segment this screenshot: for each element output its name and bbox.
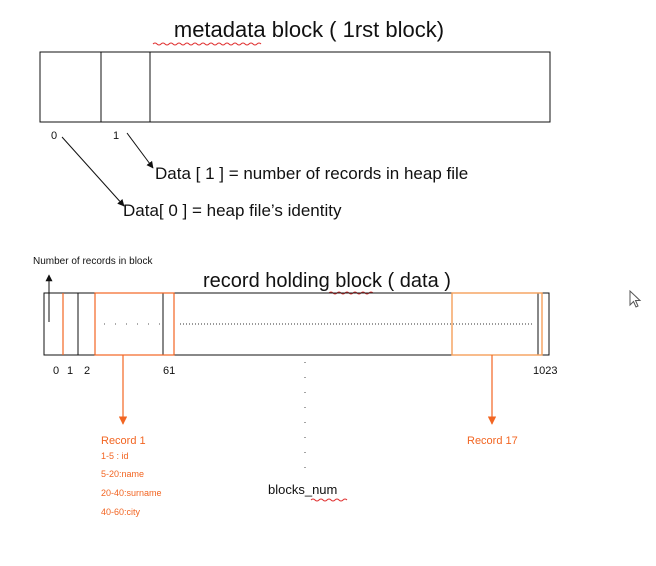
spellcheck-underline: [310, 498, 348, 502]
metadata-index-label: 1: [113, 130, 119, 142]
spellcheck-underline: [152, 42, 262, 46]
record-index-label: 1023: [533, 365, 557, 377]
record1-field: 1-5 : id: [101, 451, 129, 461]
record17-highlight: [451, 292, 543, 356]
mouse-cursor-icon: [629, 289, 642, 308]
records-count-label: Number of records in block: [33, 256, 153, 267]
record-index-label: 2: [84, 365, 90, 377]
record1-field: 40-60:city: [101, 507, 141, 517]
record-block-title: record holding block ( data ): [203, 270, 451, 292]
record17-label: Record 17: [467, 435, 518, 447]
blocks-num-label: blocks_num: [268, 482, 337, 497]
record-index-label: 61: [163, 365, 175, 377]
record1-label: Record 1: [101, 435, 146, 447]
record-index-label: 0: [53, 365, 59, 377]
metadata-block-title: metadata block ( 1rst block): [174, 17, 444, 42]
data1-arrow: [126, 132, 154, 169]
record-index-label: 1: [67, 365, 73, 377]
record1-highlight: [94, 292, 175, 356]
record1-field: 5-20:name: [101, 469, 144, 479]
record1-field: 20-40:surname: [101, 488, 162, 498]
data1-annotation: Data [ 1 ] = number of records in heap f…: [155, 164, 468, 183]
metadata-block-rect: [39, 51, 551, 123]
data0-arrow: [61, 136, 125, 207]
record-block-rect: [43, 292, 550, 356]
data0-annotation: Data[ 0 ] = heap file’s identity: [123, 201, 342, 220]
metadata-index-label: 0: [51, 130, 57, 142]
